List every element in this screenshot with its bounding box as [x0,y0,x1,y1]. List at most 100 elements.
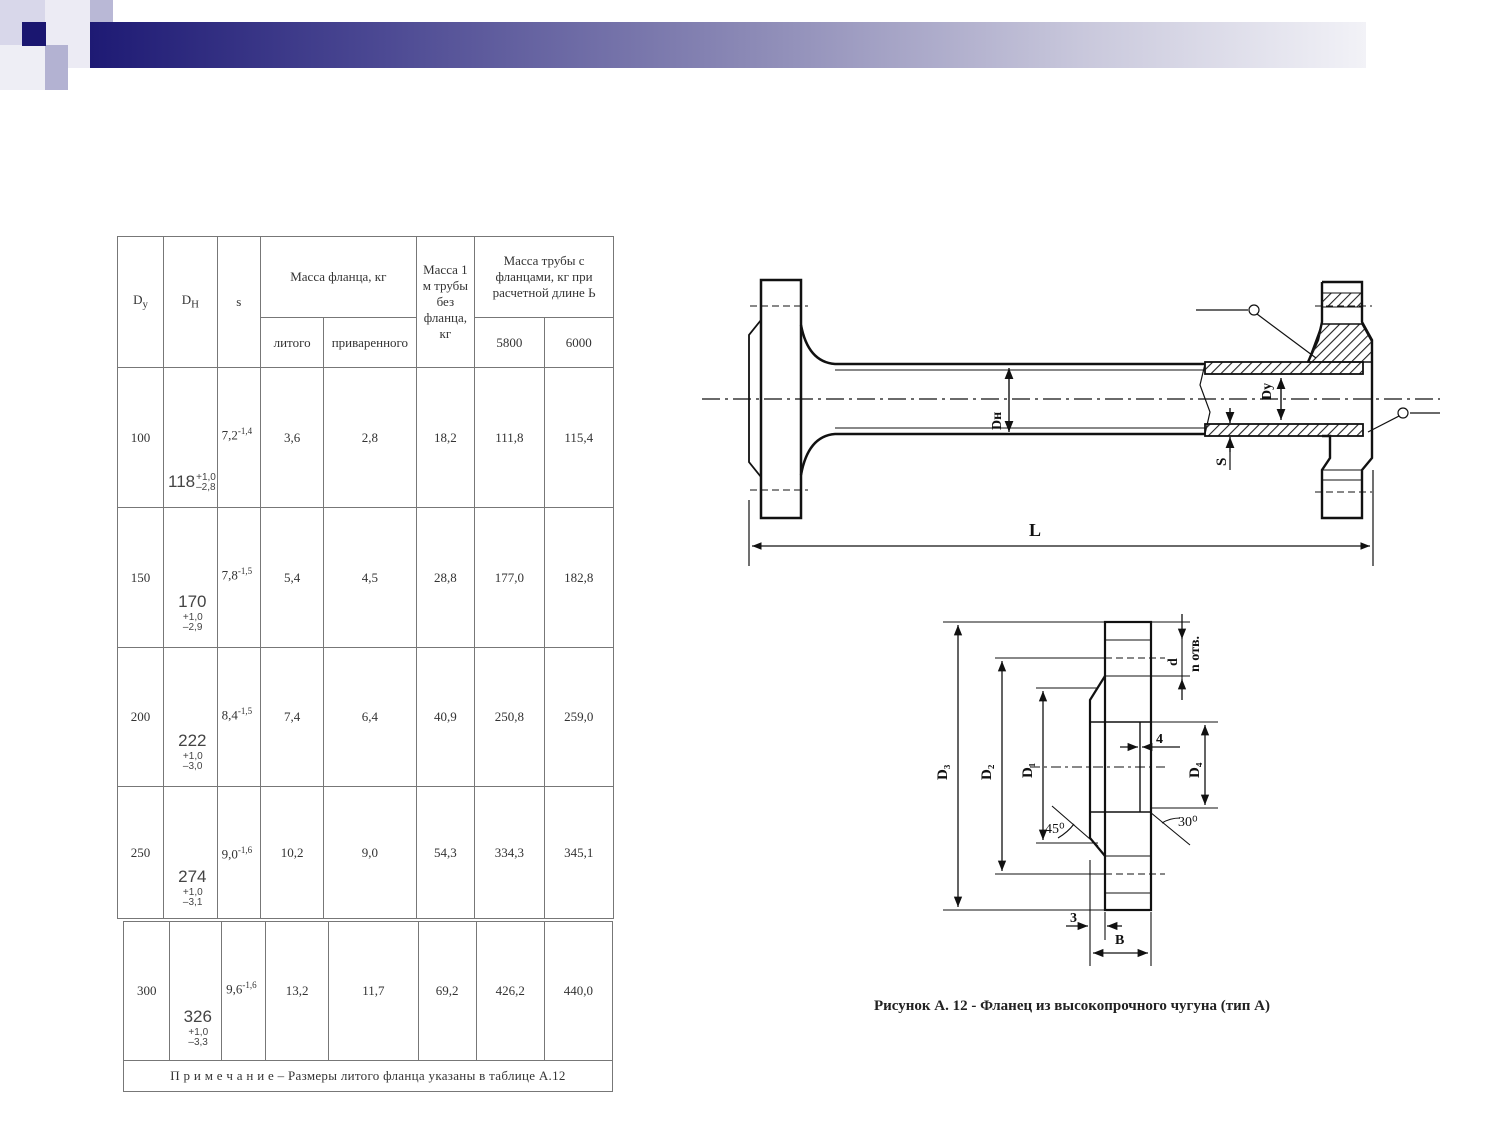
deco-square [45,45,68,90]
dh-value: 170 [178,592,207,612]
table-row: 250 274+1,0–3,1 9,0-1,6 10,2 9,0 54,3 33… [116,786,615,919]
label-n-holes: n отв. [1188,636,1203,672]
cell-mass-6000: 440,0 [543,921,614,1061]
pipe-end-bottom [1204,423,1364,437]
dh-value: 118 [168,472,196,492]
label-45: 45⁰ [1045,822,1065,837]
cell-mass-1m: 28,8 [415,507,476,648]
label-Dn: Dн [990,412,1005,430]
cell-s: 8,4-1,5 [216,647,262,787]
cell-welded: 4,5 [323,507,417,648]
table-row: 300 326+1,0–3,3 9,6-1,6 13,2 11,7 69,2 4… [122,921,614,1061]
cell-dy: 250 [116,786,165,919]
header-dy: Dy [116,236,165,368]
cell-cast: 10,2 [260,786,325,919]
table-row: 100 118+1,0–2,8 7,2-1,4 3,6 2,8 18,2 111… [116,367,615,508]
label-D4: D₄ [1187,762,1203,778]
label-B: B [1115,933,1124,948]
table-row: 150 170+1,0–2,9 7,8-1,5 5,4 4,5 28,8 177… [116,507,615,648]
header-s: s [216,236,262,368]
cell-mass-5800: 334,3 [474,786,545,919]
cell-dh: 170+1,0–2,9 [163,507,218,648]
pipe-top-wall [799,324,1205,366]
s-value: 7,8 [221,567,238,583]
dh-value: 274 [178,867,207,887]
label-D2: D₂ [979,764,995,780]
cell-mass-5800: 250,8 [474,647,545,787]
dh-upper-tol: +1,0 [196,472,216,483]
cell-dh: 118+1,0–2,8 [163,367,218,508]
cell-s: 7,2-1,4 [216,367,262,508]
dh-upper-tol: +1,0 [182,887,203,898]
header-mass-flange: Масса фланца, кг [260,236,417,318]
table-row: 200 222+1,0–3,0 8,4-1,5 7,4 6,4 40,9 250… [116,647,615,787]
s-value: 9,0 [221,846,238,862]
header-welded: приваренного [323,317,417,368]
s-tol: -1,5 [237,706,253,716]
header-banner [90,22,1366,68]
cell-dy: 100 [116,367,165,508]
pipe-end-top [1204,361,1364,375]
cell-mass-6000: 182,8 [543,507,615,648]
dh-value: 222 [178,731,207,751]
s-tol: -1,6 [242,980,257,990]
label-3: 3 [1070,911,1077,926]
cell-s: 9,0-1,6 [216,786,262,919]
s-tol: -1,5 [237,566,253,576]
cell-dy: 200 [116,647,165,787]
dh-lower-tol: –3,3 [188,1037,208,1048]
label-D1: D₁ [1020,763,1036,778]
s-value: 9,6 [226,981,243,997]
cell-mass-1m: 18,2 [415,367,476,508]
welded-flange-right [1320,280,1374,520]
s-tol: -1,6 [237,845,253,855]
cell-dh: 326+1,0–3,3 [169,921,223,1061]
s-tol: -1,4 [237,426,253,436]
cast-flange-left [759,278,803,520]
cell-mass-6000: 259,0 [543,647,615,787]
cell-mass-6000: 345,1 [543,786,615,919]
cell-mass-5800: 426,2 [475,921,545,1061]
header-dh: DH [163,236,218,368]
cell-dy: 300 [122,921,171,1061]
dh-value: 326 [183,1007,212,1027]
s-value: 8,4 [221,707,238,723]
label-L: L [1029,520,1041,540]
dh-upper-tol: +1,0 [182,612,203,623]
cell-welded: 9,0 [323,786,417,919]
deco-square [0,45,45,90]
pipe-dimensions-table-continued: 300 326+1,0–3,3 9,6-1,6 13,2 11,7 69,2 4… [122,921,614,1092]
dh-lower-tol: –2,8 [196,482,216,493]
header-mass-pipe: Масса трубы с фланцами, кг при расчетной… [474,236,614,318]
flange-chamfer [748,319,762,478]
flange-section [1103,620,1153,912]
header-mass-1m: Масса 1 м трубы без фланца, кг [415,236,476,368]
s-value: 7,2 [221,427,238,443]
label-4: 4 [1156,732,1163,747]
pipe-assembly-view [702,278,1440,566]
cell-s: 9,6-1,6 [221,921,267,1061]
cell-mass-1m: 54,3 [415,786,476,919]
dh-upper-tol: +1,0 [182,751,203,762]
cell-welded: 6,4 [323,647,417,787]
header-len-6000: 6000 [543,317,615,368]
label-d: d [1166,658,1181,666]
figure-caption: Рисунок А. 12 - Фланец из высокопрочного… [874,998,1270,1014]
label-30: 30⁰ [1178,815,1198,830]
dh-upper-tol: +1,0 [188,1027,209,1038]
dh-lower-tol: –3,1 [182,897,203,908]
cell-mass-5800: 177,0 [474,507,545,648]
cell-cast: 7,4 [260,647,325,787]
flange-detail-view [943,614,1218,966]
label-D3: D₃ [935,764,951,780]
cell-dh: 222+1,0–3,0 [163,647,218,787]
deco-square [22,22,46,46]
cell-mass-6000: 115,4 [543,367,615,508]
pipe-bottom-wall [799,432,1205,476]
cell-s: 7,8-1,5 [216,507,262,648]
table-note: П р и м е ч а н и е – Размеры литого фла… [123,1060,613,1092]
dh-lower-tol: –3,0 [182,761,203,772]
dh-lower-tol: –2,9 [182,622,203,633]
cell-dh: 274+1,0–3,1 [163,786,218,919]
